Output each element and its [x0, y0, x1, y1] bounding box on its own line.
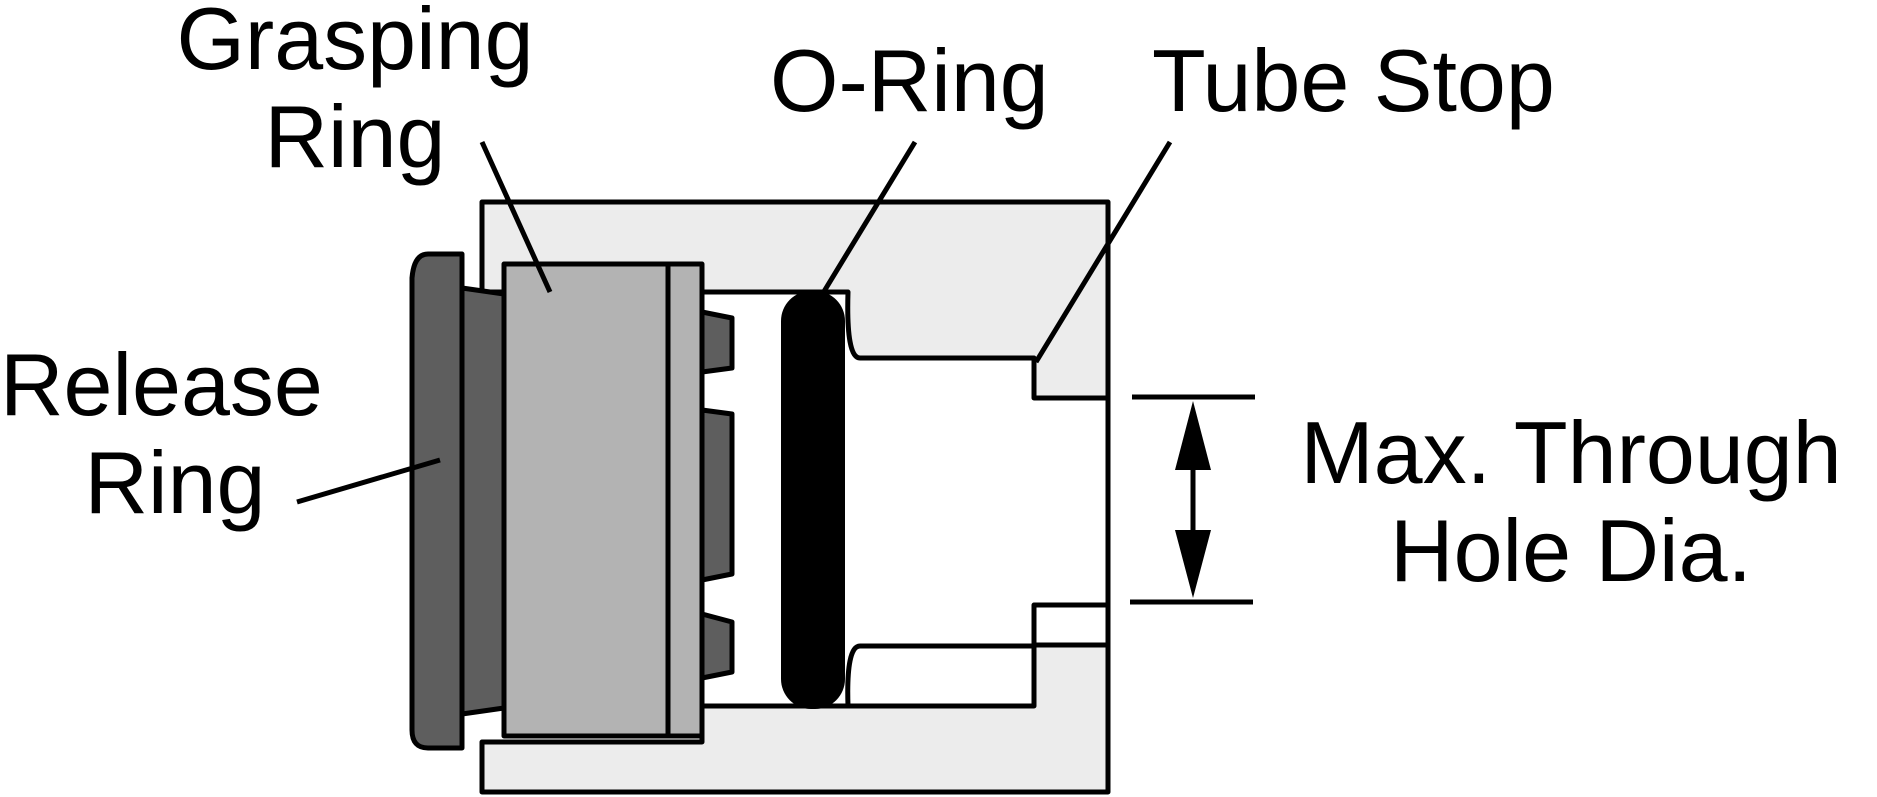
- grasping-ring: [501, 261, 671, 739]
- tube-stop-leader: [1033, 140, 1173, 364]
- o-ring-label-text: O-Ring: [770, 31, 1049, 130]
- release-ring-leader: [296, 457, 441, 505]
- grasping-tooth-2: [699, 407, 735, 583]
- o-ring-leader: [817, 140, 918, 300]
- release-ring-sleeve: [459, 285, 507, 717]
- grasping-tooth-1: [699, 309, 735, 375]
- release-ring: [409, 251, 465, 751]
- grasping-ring-label-line-1: Grasping: [176, 0, 534, 88]
- release-ring-label-line-2: Ring: [84, 433, 266, 532]
- max-through-hole-label-line-1: Max. Through: [1300, 403, 1842, 502]
- grasping-ring-lip: [665, 261, 705, 739]
- dimension-arrowhead-top: [1175, 401, 1211, 470]
- max-through-hole-label: Max. Through Hole Dia.: [1265, 404, 1877, 600]
- release-ring-label: Release Ring: [0, 336, 350, 532]
- grasping-ring-label: Grasping Ring: [140, 0, 570, 186]
- tube-stop-label: Tube Stop: [1152, 32, 1555, 130]
- dimension-arrowhead-bottom: [1175, 530, 1211, 598]
- grasping-ring-leader: [479, 140, 553, 294]
- grasping-tooth-3: [699, 611, 735, 681]
- tube-stop-label-text: Tube Stop: [1152, 31, 1555, 130]
- o-ring-label: O-Ring: [770, 32, 1049, 130]
- release-ring-label-line-1: Release: [0, 335, 323, 434]
- max-through-hole-label-line-2: Hole Dia.: [1390, 501, 1752, 600]
- o-ring: [781, 291, 845, 709]
- grasping-ring-label-line-2: Ring: [264, 87, 446, 186]
